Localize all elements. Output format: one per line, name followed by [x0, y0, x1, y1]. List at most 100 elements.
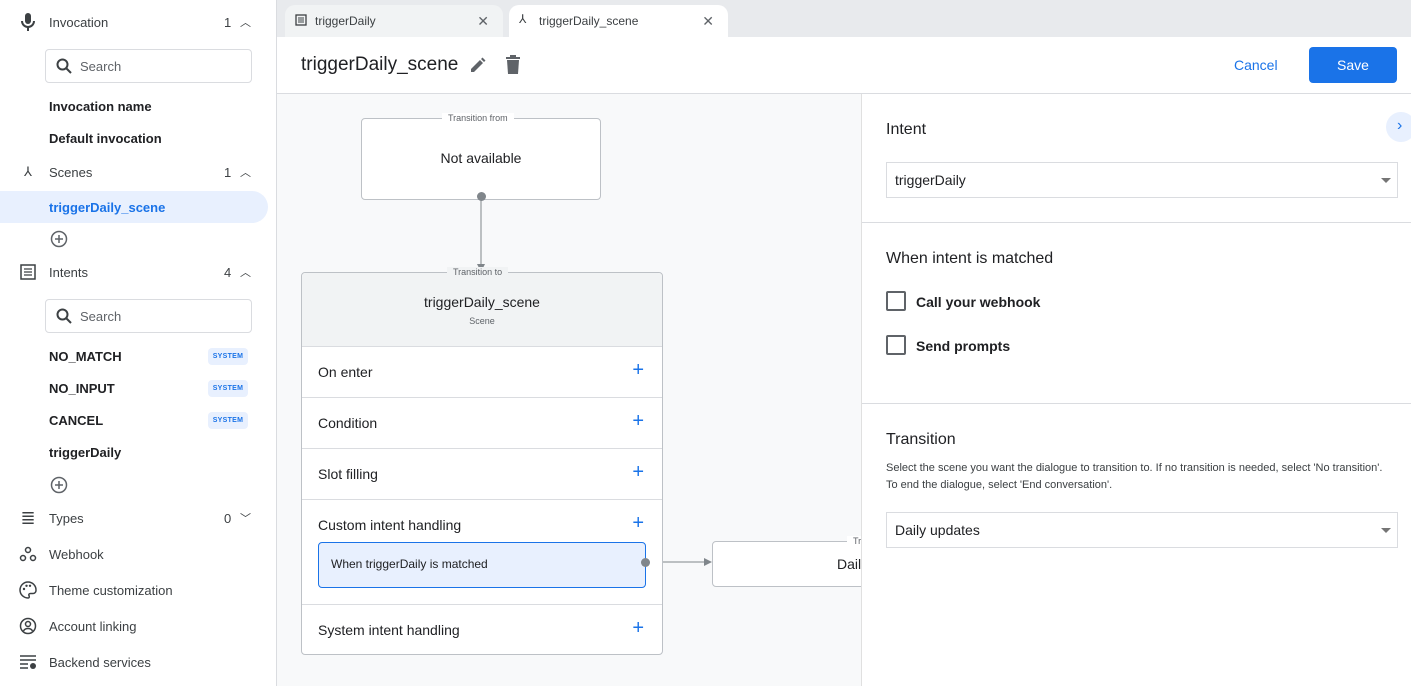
system-badge: SYSTEM	[208, 348, 248, 365]
row-label: On enter	[318, 364, 373, 380]
count: 1	[224, 14, 232, 30]
sidebar-label: Backend services	[49, 654, 151, 670]
transition-heading: Transition	[886, 431, 956, 448]
scene-merge-icon: ⅄	[24, 164, 32, 179]
sidebar-item-intent[interactable]: NO_INPUT	[49, 381, 115, 396]
sidebar-label: Theme customization	[49, 582, 173, 598]
divider	[862, 403, 1411, 404]
sidebar-section-scenes[interactable]: ⅄ Scenes 1 ︿	[0, 156, 276, 188]
search-placeholder: Search	[80, 308, 122, 324]
sidebar-item-theme[interactable]: Theme customization	[0, 574, 276, 606]
tab-bar: triggerDaily ✕ ⅄ triggerDaily_scene ✕	[277, 0, 1411, 37]
sidebar-label: Types	[49, 510, 84, 526]
intent-select[interactable]: triggerDaily	[886, 162, 1398, 198]
sidebar-label: Webhook	[49, 546, 104, 562]
chevron-down-icon[interactable]: ﹀	[240, 513, 251, 525]
call-webhook-checkbox[interactable]	[886, 291, 906, 311]
scene-canvas[interactable]: Transition from Not available triggerDai…	[277, 94, 861, 686]
transition-from-legend: Transition from	[442, 113, 514, 123]
chevron-up-icon[interactable]: ︿	[240, 167, 251, 179]
count: 0	[224, 510, 232, 526]
close-icon[interactable]: ✕	[477, 12, 489, 29]
intents-search-input[interactable]: Search	[45, 299, 252, 333]
on-enter-row[interactable]: On enter +	[302, 346, 662, 397]
custom-intent-row[interactable]: Custom intent handling + When triggerDail…	[302, 499, 662, 604]
slot-filling-row[interactable]: Slot filling +	[302, 448, 662, 499]
tab-label: triggerDaily_scene	[539, 14, 639, 28]
page-title: triggerDaily_scene	[301, 54, 459, 75]
transition-target-value: Dail	[837, 556, 861, 572]
divider	[862, 222, 1411, 223]
webhook-icon	[18, 544, 38, 564]
save-button[interactable]: Save	[1309, 47, 1397, 83]
invocation-search-input[interactable]: Search	[45, 49, 252, 83]
row-label: Condition	[318, 415, 378, 431]
sidebar-label: Invocation	[49, 14, 109, 30]
close-icon[interactable]: ✕	[702, 12, 714, 29]
send-prompts-label: Send prompts	[916, 338, 1011, 354]
system-badge: SYSTEM	[208, 380, 248, 397]
dropdown-arrow-icon	[1381, 528, 1391, 533]
matched-heading: When intent is matched	[886, 250, 1054, 267]
account-circle-icon	[18, 616, 38, 636]
connector-dot	[641, 558, 650, 567]
intent-list-icon	[295, 14, 307, 29]
scene-card-subtitle: Scene	[469, 316, 495, 326]
add-plus-icon[interactable]: +	[632, 410, 644, 432]
add-intent-icon[interactable]	[50, 476, 68, 494]
intent-select-value: triggerDaily	[895, 172, 966, 188]
collapse-panel-chevron-icon[interactable]: ›	[1386, 112, 1411, 142]
sidebar-section-invocation[interactable]: Invocation 1 ︿	[0, 6, 276, 38]
chevron-up-icon[interactable]: ︿	[240, 267, 251, 279]
add-scene-icon[interactable]	[50, 230, 68, 248]
condition-row[interactable]: Condition +	[302, 397, 662, 448]
sidebar-item-scene-selected[interactable]: triggerDaily_scene	[0, 191, 268, 223]
sidebar-item-webhook[interactable]: Webhook	[0, 538, 276, 570]
call-webhook-label: Call your webhook	[916, 294, 1041, 310]
sidebar-item-intent[interactable]: CANCEL	[49, 413, 104, 428]
row-label: System intent handling	[318, 622, 460, 638]
dropdown-arrow-icon	[1381, 178, 1391, 183]
count: 1	[224, 164, 232, 180]
add-plus-icon[interactable]: +	[632, 461, 644, 483]
sidebar-label: Account linking	[49, 618, 137, 634]
system-badge: SYSTEM	[208, 412, 248, 429]
sidebar-item-account-linking[interactable]: Account linking	[0, 610, 276, 642]
sidebar-item-backend[interactable]: Backend services	[0, 646, 276, 678]
add-plus-icon[interactable]: +	[632, 512, 644, 534]
search-icon	[56, 58, 72, 74]
backend-settings-icon	[18, 652, 38, 672]
intent-heading: Intent	[886, 121, 927, 138]
sidebar-section-types[interactable]: ≣ Types 0 ﹀	[0, 502, 276, 534]
transition-target-box[interactable]: Tr Dail	[712, 536, 861, 587]
row-label: Slot filling	[318, 466, 378, 482]
transition-from-box: Transition from Not available	[361, 113, 601, 200]
tab-triggerDaily-scene[interactable]: ⅄ triggerDaily_scene ✕	[509, 5, 728, 37]
connector-dot	[477, 192, 486, 201]
row-label: Custom intent handling	[318, 517, 462, 533]
sidebar-item-invocation-name[interactable]: Invocation name	[49, 99, 152, 114]
send-prompts-checkbox[interactable]	[886, 335, 906, 355]
edit-pencil-icon[interactable]	[469, 56, 487, 74]
chevron-up-icon[interactable]: ︿	[240, 17, 251, 29]
transition-select[interactable]: Daily updates	[886, 512, 1398, 548]
scene-header: triggerDaily_scene Cancel Save	[277, 37, 1411, 94]
cancel-button[interactable]: Cancel	[1234, 57, 1278, 73]
delete-trash-icon[interactable]	[505, 55, 521, 75]
sidebar-item-default-invocation[interactable]: Default invocation	[49, 131, 162, 146]
transition-description: Select the scene you want the dialogue t…	[886, 462, 1383, 491]
sidebar-section-intents[interactable]: Intents 4 ︿	[0, 256, 276, 288]
count: 4	[224, 264, 232, 280]
sidebar-label: Intents	[49, 264, 89, 280]
intent-handler-selected[interactable]: When triggerDaily is matched	[318, 542, 646, 588]
transition-target-legend: Tr	[847, 536, 861, 546]
sidebar-item-intent[interactable]: triggerDaily	[49, 445, 122, 460]
tab-triggerDaily[interactable]: triggerDaily ✕	[285, 5, 503, 37]
scene-card-title: triggerDaily_scene	[424, 294, 540, 310]
scene-card: triggerDaily_scene Scene Transition to O…	[301, 267, 663, 655]
scene-label: triggerDaily_scene	[49, 200, 166, 215]
add-plus-icon[interactable]: +	[632, 359, 644, 381]
system-intent-row[interactable]: System intent handling +	[302, 604, 662, 655]
add-plus-icon[interactable]: +	[632, 617, 644, 639]
sidebar-item-intent[interactable]: NO_MATCH	[49, 349, 122, 364]
